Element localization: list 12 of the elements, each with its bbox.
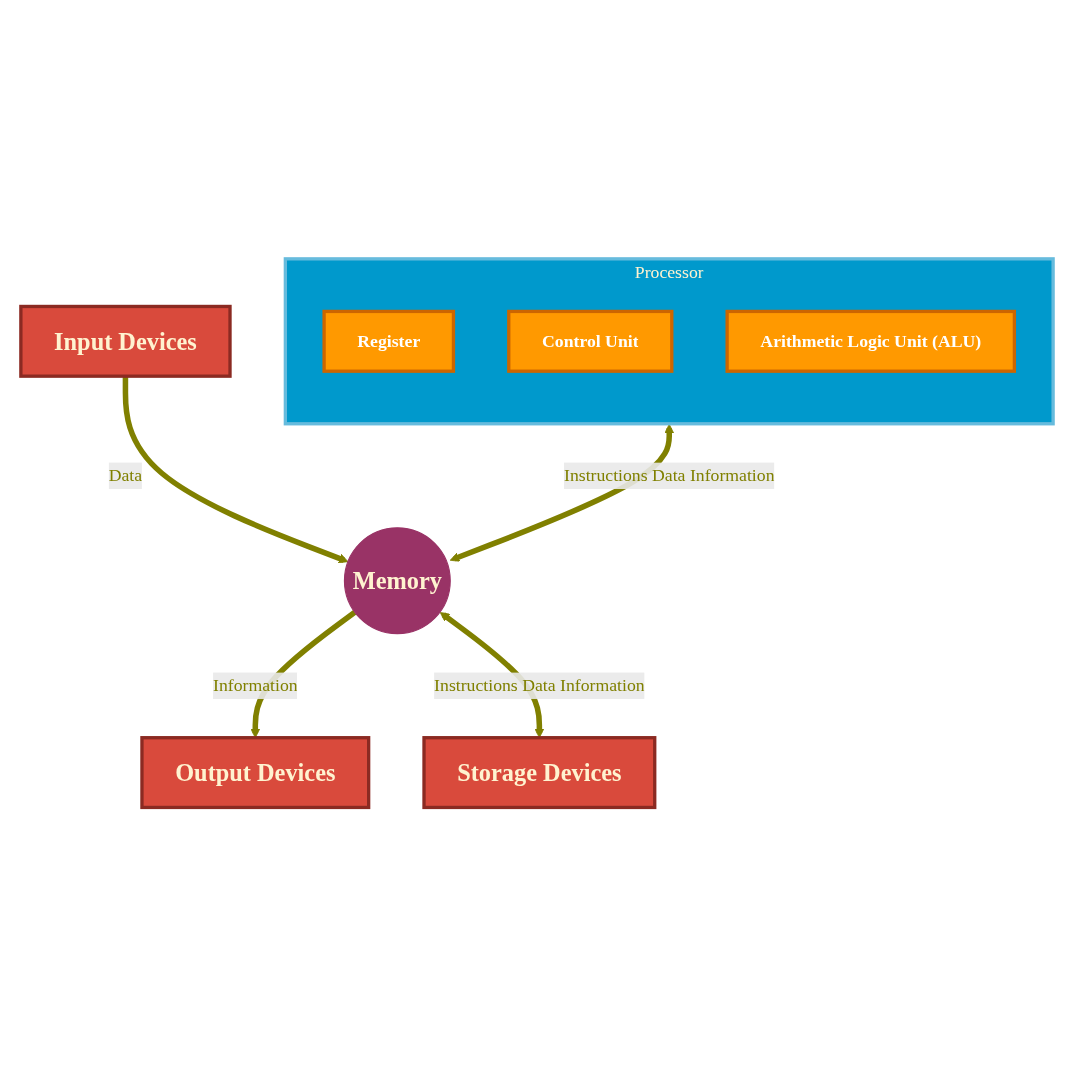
node-box: Arithmetic Logic Unit (ALU) [725,310,1017,374]
arrow [122,376,349,564]
node-box: Output Devices [140,736,371,810]
edge-label: Instructions Data Information [434,676,645,695]
node-box: Control Unit [507,310,674,374]
edge-label: Instructions Data Information [563,466,775,485]
edge-label: Information [213,676,298,695]
node-box: Register [322,310,456,374]
node-box: Input Devices [19,305,232,379]
node-box: Storage Devices [422,736,657,810]
node-circle: Memory [343,527,451,635]
edge-label: Data [108,466,143,485]
